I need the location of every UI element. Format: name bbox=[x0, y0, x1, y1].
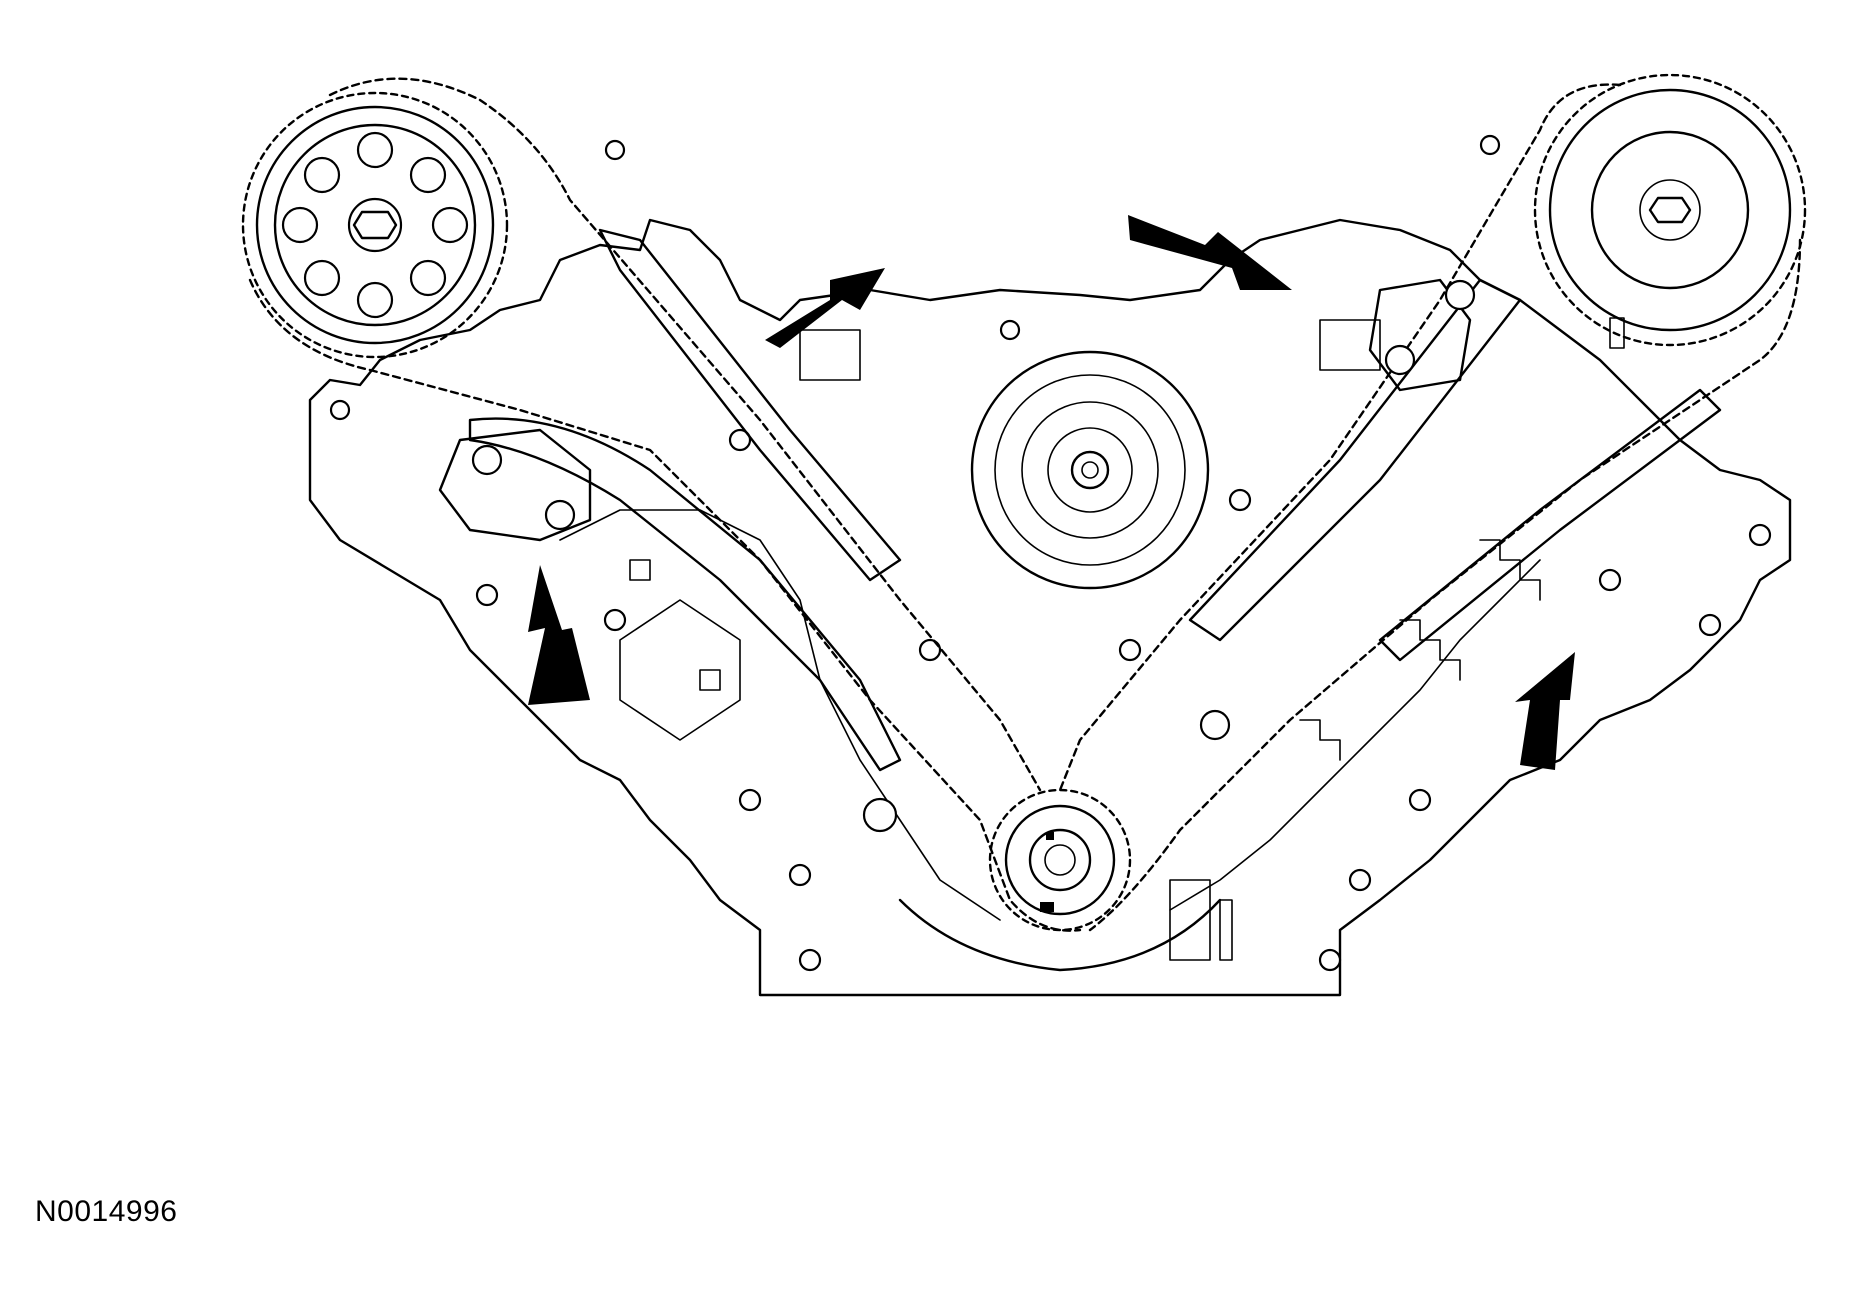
oil-pump-housing bbox=[862, 709, 1233, 972]
callout-arrows bbox=[528, 215, 1575, 770]
arrow-upper-left-icon bbox=[765, 268, 885, 348]
arrow-upper-right-icon bbox=[1128, 215, 1292, 290]
left-head-detail bbox=[619, 559, 741, 741]
engine-front-cover-outline bbox=[308, 218, 1792, 997]
right-block-comb bbox=[1299, 539, 1541, 761]
arrow-lower-right-icon bbox=[1515, 652, 1575, 770]
tensioners bbox=[438, 278, 1476, 542]
crankshaft-sprocket bbox=[988, 788, 1132, 932]
right-camshaft-sprocket bbox=[1533, 73, 1807, 349]
arrow-lower-left-icon bbox=[528, 565, 590, 705]
water-pump-pulley bbox=[970, 350, 1210, 590]
left-camshaft-sprocket bbox=[241, 91, 509, 359]
cover-bolt-holes bbox=[329, 134, 1772, 972]
figure-id-label: N0014996 bbox=[35, 1195, 178, 1228]
chain-guides bbox=[468, 228, 1722, 772]
timing-chains bbox=[248, 77, 1802, 932]
